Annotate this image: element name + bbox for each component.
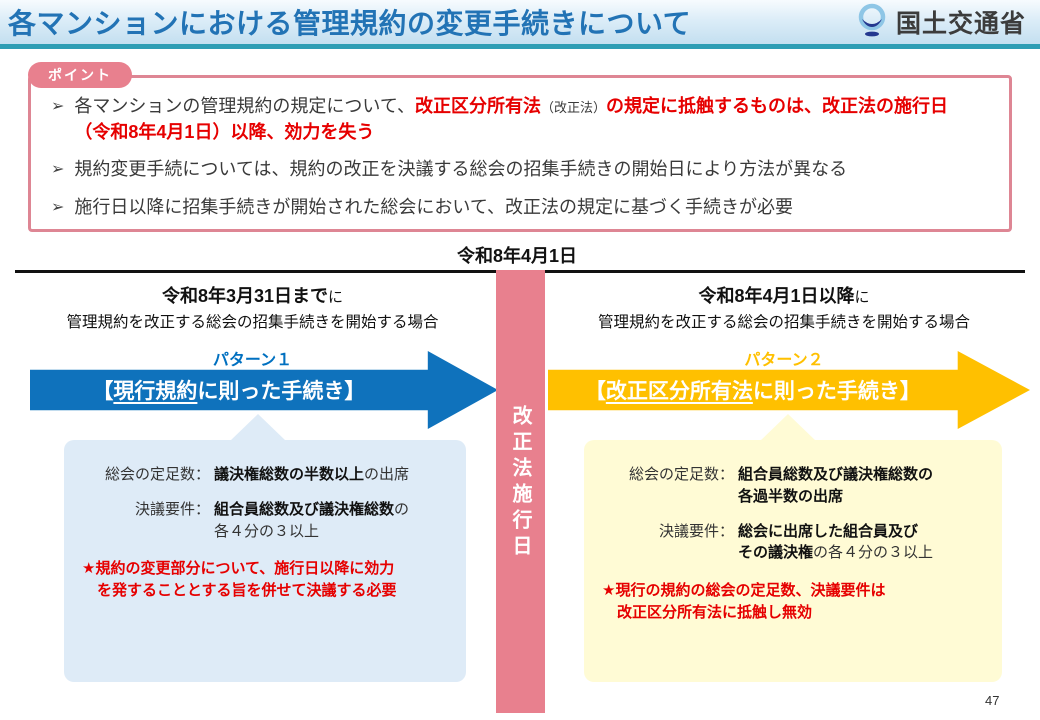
right-detail-box: 総会の定足数： 組合員総数及び議決権総数の 各過半数の出席 決議要件： 総会に出… <box>584 440 1002 682</box>
pattern1-label: パターン１ <box>212 352 293 369</box>
right-box-tail <box>760 414 816 441</box>
right-resolution-row: 決議要件： 総会に出席した組合員及び その議決権の各４分の３以上 <box>596 521 992 565</box>
page-number: 47 <box>985 693 1000 708</box>
title-underline <box>0 44 1040 49</box>
resolution-label: 決議要件： <box>134 500 210 518</box>
right-quorum-row: 総会の定足数： 組合員総数及び議決権総数の 各過半数の出席 <box>596 464 992 508</box>
quorum-value: 議決権総数の半数以上の出席 <box>214 466 410 483</box>
resolution-label: 決議要件： <box>658 522 734 540</box>
point-bullet-1: ➢ 各マンションの管理規約の規定について、改正区分所有法（改正法）の規定に抵触す… <box>51 94 993 145</box>
points-box: ➢ 各マンションの管理規約の規定について、改正区分所有法（改正法）の規定に抵触す… <box>28 75 1012 232</box>
point-bullet-3: ➢ 施行日以降に招集手続きが開始された総会において、改正法の規定に基づく手続きが… <box>51 195 993 221</box>
point-bullet-2: ➢ 規約変更手続については、規約の改正を決議する総会の招集手続きの開始日により方… <box>51 157 993 183</box>
current-rules-arrow-label: 【現行規約に則った手続き】 <box>92 380 366 403</box>
left-case-header: 令和8年3月31日までに 管理規約を改正する総会の招集手続きを開始する場合 <box>66 286 439 331</box>
point-bullet-1-text: 各マンションの管理規約の規定について、改正区分所有法（改正法）の規定に抵触するも… <box>74 96 948 142</box>
arrow-bullet-icon: ➢ <box>51 161 65 179</box>
quorum-label: 総会の定足数： <box>104 466 210 483</box>
page-title: 各マンションにおける管理規約の変更手続きについて <box>8 8 692 39</box>
quorum-value: 組合員総数及び議決権総数の 各過半数の出席 <box>738 466 934 505</box>
left-resolution-row: 決議要件： 組合員総数及び議決権総数の 各４分の３以上 <box>76 499 456 543</box>
left-quorum-row: 総会の定足数： 議決権総数の半数以上の出席 <box>76 464 456 486</box>
left-note: ★規約の変更部分について、施行日以降に効力 を発することとする旨を併せて決議する… <box>82 560 397 599</box>
quorum-label: 総会の定足数： <box>628 466 734 483</box>
resolution-value: 総会に出席した組合員及び その議決権の各４分の３以上 <box>738 522 934 562</box>
resolution-value: 組合員総数及び議決権総数の 各４分の３以上 <box>214 500 410 540</box>
enforcement-date-bar-label: 改正法施行日 <box>509 404 531 561</box>
left-detail-box: 総会の定足数： 議決権総数の半数以上の出席 決議要件： 組合員総数及び議決権総数… <box>64 440 466 682</box>
arrow-bullet-icon: ➢ <box>51 98 65 115</box>
mlit-logo-icon <box>854 1 890 44</box>
right-note: ★現行の規約の総会の定足数、決議要件は 改正区分所有法に抵触し無効 <box>602 582 886 621</box>
arrow-bullet-icon: ➢ <box>51 198 65 216</box>
timeline-date-label: 令和8年4月1日 <box>456 246 578 266</box>
enforcement-date-bar: 改正法施行日 <box>496 270 545 713</box>
point-bullet-2-text: 規約変更手続については、規約の改正を決議する総会の招集手続きの開始日により方法が… <box>74 159 848 180</box>
pattern2-label: パターン２ <box>744 352 824 369</box>
point-bullet-3-text: 施行日以降に招集手続きが開始された総会において、改正法の規定に基づく手続きが必要 <box>74 196 793 217</box>
right-case-header: 令和8年4月1日以降に 管理規約を改正する総会の招集手続きを開始する場合 <box>597 286 970 331</box>
revised-law-arrow-label: 【改正区分所有法に則った手続き】 <box>584 380 921 403</box>
mlit-logo: 国土交通省 <box>854 3 1026 41</box>
left-box-tail <box>230 414 286 441</box>
points-badge: ポイント <box>28 62 132 88</box>
mlit-logo-text: 国土交通省 <box>895 10 1026 38</box>
